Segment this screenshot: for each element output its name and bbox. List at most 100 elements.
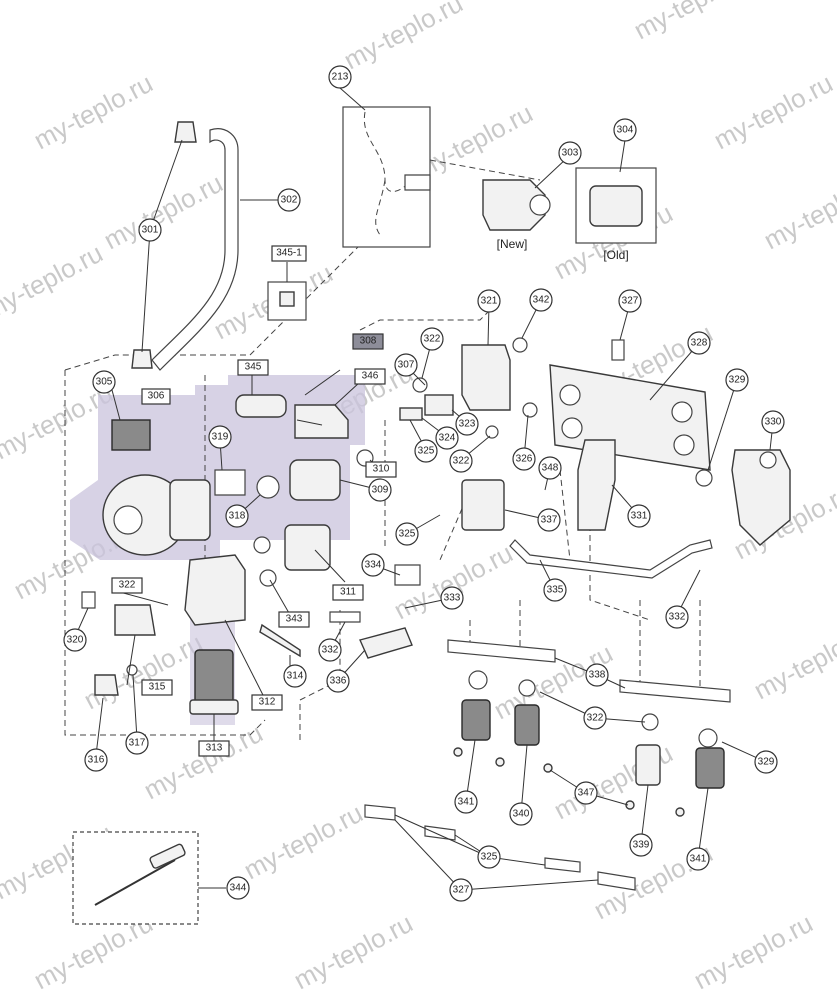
watermark: my-teplo.ru [99, 168, 228, 256]
svg-text:336: 336 [330, 676, 347, 687]
svg-text:317: 317 [129, 738, 146, 749]
svg-text:341: 341 [458, 797, 475, 808]
hose-213-fitting [404, 174, 431, 191]
callout-328: 328 [687, 331, 711, 355]
oring-342 [512, 337, 528, 353]
callout-313: 313 [198, 740, 230, 757]
watermark: my-teplo.ru [339, 0, 468, 75]
hose-213-tail [375, 179, 386, 236]
callout-3451: 345-1 [271, 245, 307, 262]
svg-text:322: 322 [587, 713, 604, 724]
svg-text:308: 308 [360, 336, 377, 347]
valve-330 [731, 449, 791, 546]
callout-320: 320 [63, 628, 87, 652]
callout-310: 310 [365, 461, 397, 478]
tool-344 [94, 859, 176, 906]
svg-text:340: 340 [513, 809, 530, 820]
callout-342: 342 [529, 288, 553, 312]
svg-text:330: 330 [765, 417, 782, 428]
svg-text:329: 329 [758, 757, 775, 768]
callout-345: 345 [237, 359, 269, 376]
clip-325-a [364, 804, 396, 821]
callout-321: 321 [477, 289, 501, 313]
callout-319: 319 [208, 425, 232, 449]
valve-304 [589, 185, 643, 227]
clip-325-b [424, 825, 456, 841]
svg-text:322: 322 [424, 334, 441, 345]
part-334 [394, 564, 421, 586]
svg-text:337: 337 [541, 515, 558, 526]
callout-339: 339 [629, 833, 653, 857]
callout-325a: 325 [414, 439, 438, 463]
svg-text:304: 304 [617, 125, 634, 136]
svg-text:329: 329 [729, 375, 746, 386]
callout-306: 306 [141, 388, 171, 405]
caption-new: [New] [497, 237, 528, 251]
oring-318 [256, 475, 280, 499]
pipe-331 [577, 439, 616, 531]
svg-text:309: 309 [372, 485, 389, 496]
callout-318: 318 [225, 504, 249, 528]
connector-340 [514, 704, 540, 746]
svg-text:345: 345 [245, 362, 262, 373]
svg-text:305: 305 [96, 377, 113, 388]
svg-text:319: 319 [212, 432, 229, 443]
body-309 [289, 459, 341, 501]
svg-text:323: 323 [459, 419, 476, 430]
svg-text:348: 348 [542, 463, 559, 474]
svg-text:326: 326 [516, 454, 533, 465]
svg-text:331: 331 [631, 511, 648, 522]
callout-boxes: 306 308 345 346 345-1 310 311 312 313 31… [111, 245, 397, 757]
callout-307: 307 [394, 353, 418, 377]
svg-text:347: 347 [578, 788, 595, 799]
callout-330: 330 [761, 410, 785, 434]
fitting-336 [359, 627, 413, 659]
svg-text:345-1: 345-1 [276, 248, 302, 259]
svg-text:310: 310 [373, 464, 390, 475]
oring-343 [259, 569, 277, 587]
callout-341b: 341 [686, 847, 710, 871]
svg-text:332: 332 [669, 612, 686, 623]
clip-301-bottom [131, 349, 153, 369]
svg-text:333: 333 [444, 593, 461, 604]
clip-325-c [544, 857, 581, 873]
callout-332a: 332 [318, 638, 342, 662]
svg-text:344: 344 [230, 883, 247, 894]
callout-213: 213 [328, 65, 352, 89]
svg-text:335: 335 [547, 585, 564, 596]
callout-325b: 325 [395, 522, 419, 546]
svg-text:322: 322 [453, 456, 470, 467]
key-314 [259, 623, 301, 658]
hose-213 [363, 111, 411, 192]
pipe-335 [509, 539, 713, 579]
watermark: my-teplo.ru [759, 168, 837, 256]
svg-text:338: 338 [589, 670, 606, 681]
svg-text:321: 321 [481, 296, 498, 307]
svg-text:314: 314 [287, 671, 304, 682]
callout-309: 309 [368, 478, 392, 502]
clip-319 [214, 469, 246, 496]
callout-322a: 322 [420, 327, 444, 351]
svg-text:346: 346 [362, 371, 379, 382]
callout-335: 335 [543, 578, 567, 602]
svg-text:325: 325 [481, 852, 498, 863]
callout-338: 338 [585, 663, 609, 687]
callout-322b: 322 [449, 449, 473, 473]
svg-text:311: 311 [340, 587, 356, 598]
svg-text:324: 324 [439, 433, 456, 444]
svg-text:302: 302 [281, 195, 298, 206]
callout-316: 316 [84, 748, 108, 772]
clip-320 [81, 591, 96, 609]
svg-text:318: 318 [229, 511, 246, 522]
callout-324: 324 [435, 426, 459, 450]
svg-text:303: 303 [562, 148, 579, 159]
callout-332b: 332 [665, 605, 689, 629]
clip-327-top [611, 339, 625, 361]
part-332 [329, 611, 361, 623]
watermark: my-teplo.ru [29, 68, 158, 156]
valve-312 [184, 554, 246, 626]
callout-323: 323 [455, 412, 479, 436]
callout-317: 317 [125, 731, 149, 755]
watermark: my-teplo.ru [709, 68, 837, 156]
callout-315: 315 [141, 679, 173, 696]
